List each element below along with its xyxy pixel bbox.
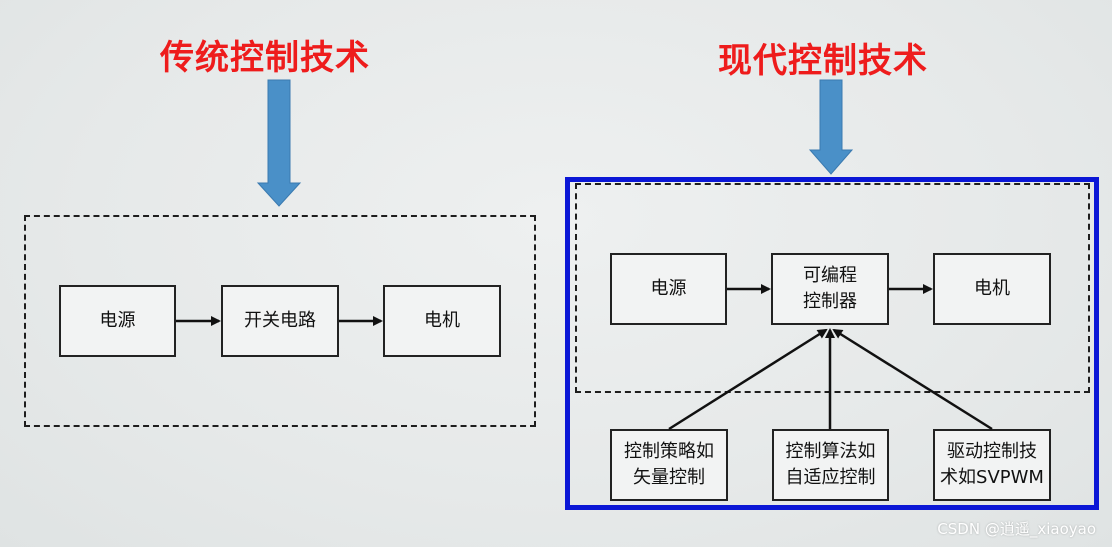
traditional-power-box: 电源 xyxy=(59,285,176,357)
modern-motor-box: 电机 xyxy=(933,253,1051,325)
arrow-strategy-to-controller xyxy=(668,328,828,431)
modern-power-label: 电源 xyxy=(650,278,687,299)
traditional-dashed-frame xyxy=(24,215,536,427)
modern-drive-label: 驱动控制技 术如SVPWM xyxy=(940,441,1044,488)
traditional-motor-label: 电机 xyxy=(424,310,460,331)
modern-controller-box: 可编程 控制器 xyxy=(771,253,889,325)
modern-controller-label: 可编程 控制器 xyxy=(803,265,857,312)
arrow-drive-to-controller xyxy=(832,328,993,431)
modern-algorithm-box: 控制算法如 自适应控制 xyxy=(772,429,889,501)
traditional-power-label: 电源 xyxy=(99,310,136,331)
modern-strategy-label: 控制策略如 矢量控制 xyxy=(624,441,714,488)
traditional-motor-box: 电机 xyxy=(383,285,501,357)
modern-drive-box: 驱动控制技 术如SVPWM xyxy=(933,429,1051,501)
modern-power-box: 电源 xyxy=(610,253,727,325)
csdn-watermark: CSDN @逍遥_xiaoyao xyxy=(937,520,1096,538)
traditional-switch-label: 开关电路 xyxy=(244,310,316,331)
traditional-down-arrow xyxy=(256,79,302,207)
modern-blue-frame xyxy=(565,177,1099,510)
modern-dashed-frame xyxy=(575,183,1090,393)
modern-motor-label: 电机 xyxy=(974,278,1010,299)
modern-down-arrow xyxy=(808,79,854,175)
modern-title: 现代控制技术 xyxy=(718,41,928,81)
traditional-switch-box: 开关电路 xyxy=(221,285,339,357)
modern-algorithm-label: 控制算法如 自适应控制 xyxy=(785,441,876,488)
traditional-title: 传统控制技术 xyxy=(160,38,370,78)
modern-strategy-box: 控制策略如 矢量控制 xyxy=(610,429,728,501)
